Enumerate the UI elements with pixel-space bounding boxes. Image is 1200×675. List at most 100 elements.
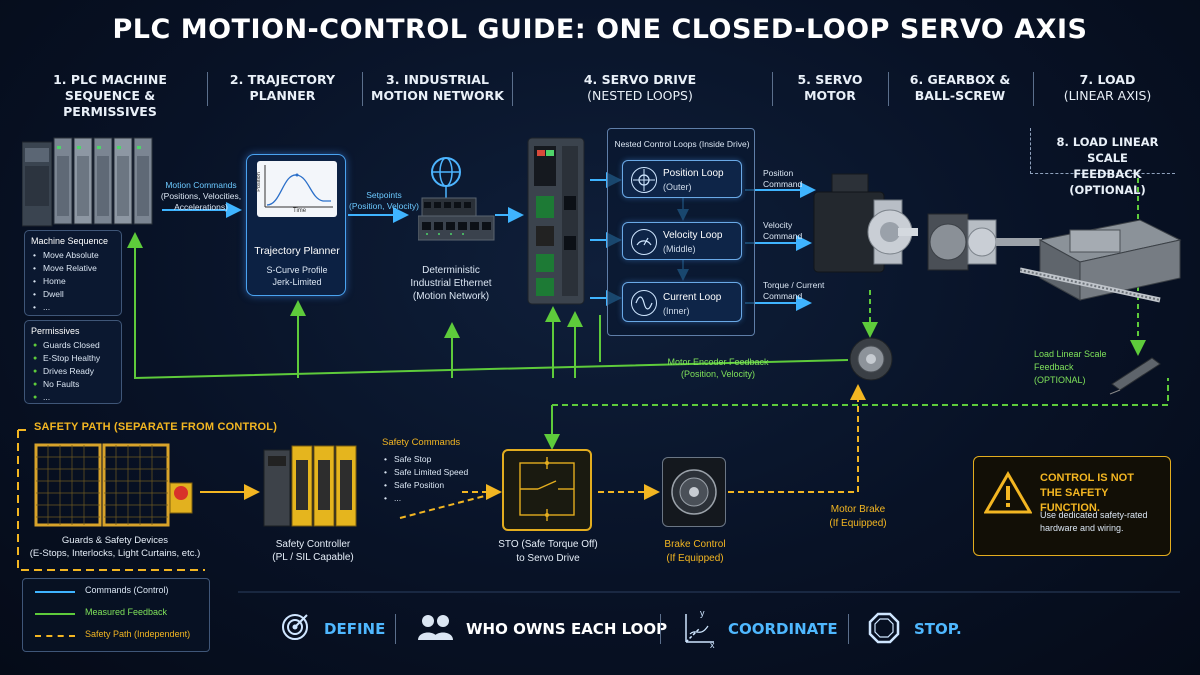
bottom-divider bbox=[395, 614, 396, 644]
sto-switch-icon bbox=[519, 457, 575, 521]
warning-title: CONTROL IS NOT THE SAFETY FUNCTION. bbox=[1040, 472, 1134, 514]
safety-controller-image bbox=[262, 440, 370, 530]
page-title: PLC MOTION-CONTROL GUIDE: ONE CLOSED-LOO… bbox=[112, 14, 1088, 45]
legend-swatch-safety bbox=[35, 635, 75, 637]
list-item: Guards Closed bbox=[31, 339, 115, 352]
axis-x-label: x bbox=[710, 640, 715, 650]
network-switch-image bbox=[417, 150, 498, 250]
servo-drive-image bbox=[524, 136, 588, 306]
column-header-gearbox: 6. GEARBOX &BALL-SCREW bbox=[909, 72, 1011, 103]
column-divider bbox=[362, 72, 363, 106]
legend-swatch-feedback bbox=[35, 613, 75, 615]
safety-commands-panel: Safety Commands Safe Stop Safe Limited S… bbox=[382, 437, 482, 505]
permissives-list: Guards Closed E-Stop Healthy Drives Read… bbox=[31, 339, 115, 404]
bottom-divider bbox=[848, 614, 849, 644]
axes-icon: y x bbox=[678, 608, 720, 650]
loop-sub: (Outer) bbox=[663, 182, 692, 192]
trajectory-planner-box: Position Time Trajectory Planner S-Curve… bbox=[246, 154, 346, 296]
warning-text: Use dedicated safety-rated hardware and … bbox=[1040, 510, 1148, 533]
loop-name: Velocity Loop bbox=[663, 230, 723, 241]
column-divider bbox=[1033, 72, 1034, 106]
legend-label: Safety Path (Independent) bbox=[85, 629, 191, 639]
machine-sequence-panel: Machine Sequence Move Absolute Move Rela… bbox=[24, 230, 122, 316]
list-item: Move Relative bbox=[31, 262, 115, 275]
planner-line1: S-Curve Profile bbox=[266, 265, 328, 275]
stop-octagon-icon bbox=[868, 612, 900, 644]
safety-commands-title: Safety Commands bbox=[382, 437, 461, 448]
bottom-define: DEFINE bbox=[324, 620, 386, 638]
crosshair-icon bbox=[631, 167, 657, 193]
list-item: Safe Stop bbox=[382, 453, 482, 466]
plc-rack-image bbox=[21, 136, 162, 228]
setpoints-label: Setpoints (Position, Velocity) bbox=[349, 190, 419, 211]
chart-x-label: Time bbox=[293, 208, 307, 214]
motion-commands-label: Motion Commands (Positions, Velocities, … bbox=[160, 180, 242, 212]
linear-axis-image bbox=[1019, 200, 1190, 320]
s-curve-chart: Position Time bbox=[255, 161, 337, 217]
network-label: Deterministic Industrial Ethernet (Motio… bbox=[410, 265, 492, 302]
linear-scale-image bbox=[1108, 350, 1168, 395]
machine-sequence-title: Machine Sequence bbox=[31, 236, 109, 246]
bottom-coordinate: COORDINATE bbox=[728, 620, 838, 638]
motor-brake-label: Motor Brake (If Equipped) bbox=[829, 504, 887, 529]
sine-wave-icon bbox=[631, 290, 657, 316]
safety-path-title: SAFETY PATH (SEPARATE FROM CONTROL) bbox=[34, 421, 278, 433]
list-item: Dwell bbox=[31, 288, 115, 301]
list-item: No Faults bbox=[31, 378, 115, 391]
permissives-panel: Permissives Guards Closed E-Stop Healthy… bbox=[24, 320, 122, 404]
gauge-icon bbox=[631, 229, 657, 255]
planner-title: Trajectory Planner bbox=[254, 245, 340, 257]
list-item: E-Stop Healthy bbox=[31, 352, 115, 365]
sto-box bbox=[502, 449, 592, 531]
current-loop-box: Current Loop (Inner) bbox=[622, 282, 742, 322]
legend: Commands (Control) Measured Feedback Saf… bbox=[22, 578, 210, 652]
encoder-feedback-label: Motor Encoder Feedback (Position, Veloci… bbox=[667, 357, 769, 379]
list-item: Home bbox=[31, 275, 115, 288]
legend-label: Commands (Control) bbox=[85, 585, 169, 595]
column-header-load: 7. LOAD(LINEAR AXIS) bbox=[1063, 72, 1152, 103]
legend-swatch-commands bbox=[35, 591, 75, 593]
guards-label: Guards & Safety Devices (E-Stops, Interl… bbox=[29, 535, 201, 559]
encoder-image bbox=[848, 336, 894, 382]
loop-name: Current Loop bbox=[663, 292, 722, 303]
loop-name: Position Loop bbox=[663, 168, 724, 179]
column-divider bbox=[207, 72, 208, 106]
bottom-who-owns: WHO OWNS EACH LOOP bbox=[466, 620, 668, 638]
column-divider bbox=[512, 72, 513, 106]
list-item: Move Absolute bbox=[31, 249, 115, 262]
chart-y-label: Position bbox=[255, 172, 262, 192]
list-item: ... bbox=[382, 492, 482, 505]
permissives-title: Permissives bbox=[31, 326, 80, 336]
people-icon bbox=[416, 612, 456, 642]
sto-label: STO (Safe Torque Off) to Servo Drive bbox=[498, 539, 598, 564]
gearbox-image bbox=[924, 200, 1044, 290]
load-scale-label: Load Linear Scale Feedback (OPTIONAL) bbox=[1034, 349, 1107, 385]
column-header-drive: 4. SERVO DRIVE(NESTED LOOPS) bbox=[583, 72, 697, 103]
nested-loops-title: Nested Control Loops (Inside Drive) bbox=[614, 139, 750, 149]
servo-motor-image bbox=[810, 170, 920, 290]
list-item: Drives Ready bbox=[31, 365, 115, 378]
brake-control-label: Brake Control (If Equipped) bbox=[664, 539, 726, 564]
legend-label: Measured Feedback bbox=[85, 607, 168, 617]
list-item: ... bbox=[31, 301, 115, 314]
scale-feedback-frame bbox=[1030, 128, 1175, 174]
safety-controller-label: Safety Controller (PL / SIL Capable) bbox=[272, 539, 354, 563]
safety-guards-image bbox=[34, 443, 196, 529]
bottom-divider bbox=[660, 614, 661, 644]
list-item: Safe Position bbox=[382, 479, 482, 492]
warning-box: CONTROL IS NOT THE SAFETY FUNCTION. Use … bbox=[973, 456, 1171, 556]
loop-sub: (Middle) bbox=[663, 244, 696, 254]
bottom-stop: STOP. bbox=[914, 620, 962, 638]
brake-control-box bbox=[662, 457, 726, 527]
target-icon bbox=[280, 612, 310, 642]
list-item: ... bbox=[31, 391, 115, 404]
loop-sub: (Inner) bbox=[663, 306, 690, 316]
